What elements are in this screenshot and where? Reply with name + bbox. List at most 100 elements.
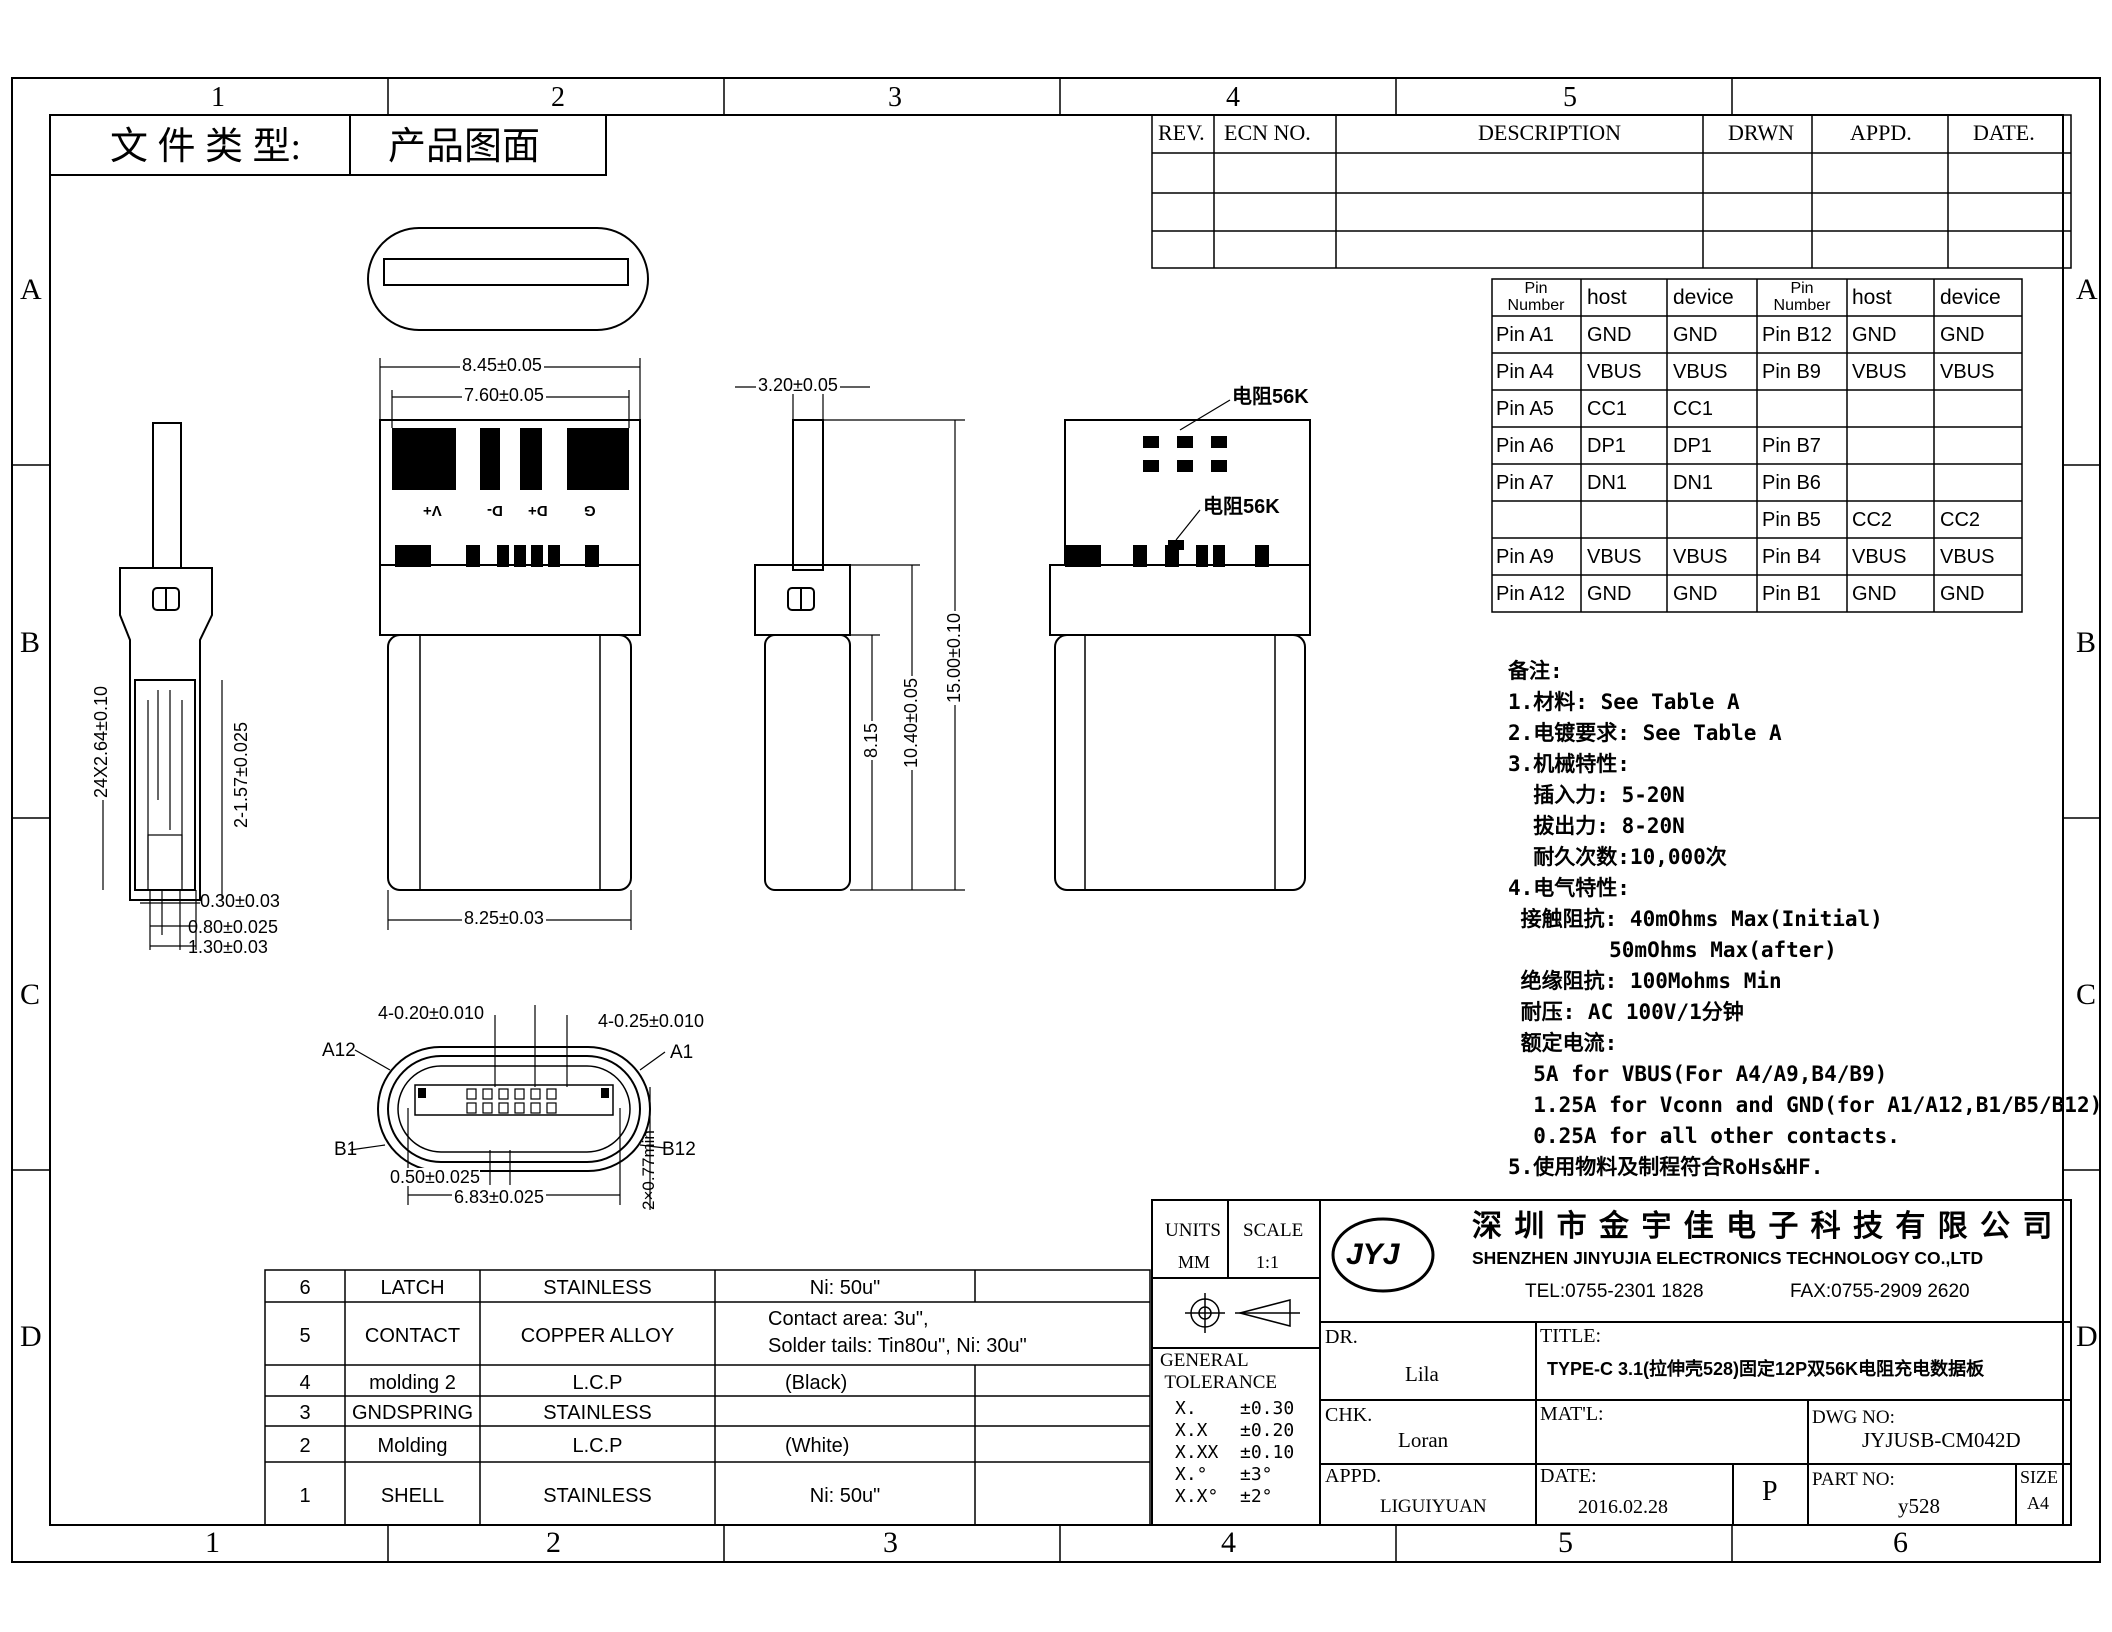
pin-table xyxy=(1491,278,2023,613)
pad-label-g: G xyxy=(584,502,596,519)
bottom-resistor-view xyxy=(1049,399,1311,891)
dim-length-815: 8.15 xyxy=(861,720,881,760)
pin-label-a1: A1 xyxy=(670,1042,694,1063)
col-label-5-bottom: 5 xyxy=(1558,1526,1573,1559)
pin-table-cell: DP1 xyxy=(1587,435,1626,457)
pin-table-header: host xyxy=(1852,286,1892,309)
col-label-2-bottom: 2 xyxy=(546,1526,561,1559)
company-logo-mark xyxy=(1331,1217,1435,1293)
dim-front-020: 4-0.20±0.010 xyxy=(378,1003,484,1023)
dim-length-1500: 15.00±0.10 xyxy=(944,611,964,705)
size-label: SIZE xyxy=(2020,1467,2058,1487)
col-label-1: 1 xyxy=(211,82,225,113)
rev-header-drwn: DRWN xyxy=(1728,120,1794,145)
pad-label-dplus: D+ xyxy=(528,502,548,519)
title-block xyxy=(1151,1199,2072,1526)
tolerance-key: X. xyxy=(1175,1398,1197,1419)
bom-cell-material: STAINLESS xyxy=(543,1277,652,1299)
logo-text: JYJ xyxy=(1346,1238,1400,1271)
bom-cell-finish: Ni: 50u" xyxy=(809,1277,881,1299)
doc-type-value: 产品图面 xyxy=(388,126,541,168)
resistor-label-top: 电阻56K xyxy=(1232,386,1309,408)
dim-length-1040: 10.40±0.05 xyxy=(901,676,921,770)
side-profile-view xyxy=(754,419,851,891)
tolerance-label: GENERAL TOLERANCE xyxy=(1160,1350,1277,1393)
bom-cell-material: STAINLESS xyxy=(543,1402,652,1424)
pin-table-cell: CC1 xyxy=(1673,398,1714,420)
bom-cell-no: 1 xyxy=(299,1484,311,1507)
bom-cell-no: 4 xyxy=(299,1371,311,1394)
col-label-3: 3 xyxy=(888,82,902,113)
revision-table xyxy=(1151,114,2072,269)
pin-table-cell: VBUS xyxy=(1587,546,1642,568)
bom-cell-no: 5 xyxy=(299,1324,311,1347)
pin-table-cell: Pin A12 xyxy=(1496,583,1565,605)
rev-header-description: DESCRIPTION xyxy=(1478,120,1622,145)
tolerance-value: ±0.20 xyxy=(1240,1420,1295,1441)
dwg-no-label: DWG NO: xyxy=(1812,1407,1895,1428)
revision-value: P xyxy=(1762,1476,1778,1507)
pin-table-cell: CC1 xyxy=(1587,398,1628,420)
col-label-5: 5 xyxy=(1563,82,1577,113)
col-label-3-bottom: 3 xyxy=(883,1526,898,1559)
row-label-c: C xyxy=(20,978,41,1011)
chk-value: Loran xyxy=(1398,1428,1449,1452)
dim-front-683: 6.83±0.025 xyxy=(452,1187,546,1207)
side-section-view xyxy=(119,422,213,901)
zone-ticks xyxy=(12,78,2100,1562)
bom-cell-finish: Ni: 50u" xyxy=(809,1484,881,1507)
outer-frame xyxy=(11,77,2101,1563)
pin-table-cell: GND xyxy=(1940,324,1985,346)
row-label-a-right: A xyxy=(2076,273,2098,306)
pin-table-cell: VBUS xyxy=(1587,361,1642,383)
appd-label: APPD. xyxy=(1325,1465,1382,1487)
dim-side-thickness: 3.20±0.05 xyxy=(756,375,840,395)
company-name-cn: 深 圳 市 金 宇 佳 电 子 科 技 有 限 公 司 xyxy=(1472,1210,2055,1243)
material-label: MAT'L: xyxy=(1540,1403,1604,1425)
pin-table-cell: Pin A4 xyxy=(1496,361,1554,383)
pin-table-cell: Pin B4 xyxy=(1762,546,1821,568)
pin-label-b12: B12 xyxy=(662,1139,696,1160)
pin-table-cell: Pin A9 xyxy=(1496,546,1554,568)
note-line: 1.25A for Vconn and GND(for A1/A12,B1/B5… xyxy=(1508,1093,2103,1117)
pin-table-cell: Pin A7 xyxy=(1496,472,1554,494)
pin-table-cell: Pin B12 xyxy=(1762,324,1833,346)
bom-cell-name: LATCH xyxy=(380,1277,445,1299)
note-line: 耐压: AC 100V/1分钟 xyxy=(1508,1000,1744,1024)
bom-cell-name: Molding xyxy=(377,1435,448,1457)
bom-cell-material: L.C.P xyxy=(572,1371,623,1394)
pin-table-header: device xyxy=(1673,286,1734,309)
tolerance-key: X.X xyxy=(1175,1420,1208,1441)
bom-cell-no: 2 xyxy=(299,1435,311,1457)
dr-value: Lila xyxy=(1405,1362,1439,1386)
pin-table-cell: Pin B7 xyxy=(1762,435,1821,457)
tolerance-key: X.° xyxy=(1175,1464,1208,1485)
rev-header-appd: APPD. xyxy=(1850,120,1912,145)
doc-type-label: 文 件 类 型: xyxy=(110,126,302,168)
rev-header-rev: REV. xyxy=(1158,120,1205,145)
dim-pitch-24x: 24X2.64±0.10 xyxy=(91,684,111,800)
note-line: 5A for VBUS(For A4/A9,B4/B9) xyxy=(1508,1062,1888,1086)
dim-top-width-inner: 7.60±0.05 xyxy=(462,385,546,405)
pin-table-cell: Pin B6 xyxy=(1762,472,1821,494)
notes-title: 备注: xyxy=(1508,659,1563,683)
resistor-label-bottom: 电阻56K xyxy=(1203,496,1280,518)
pin-table-cell: Pin A6 xyxy=(1496,435,1554,457)
tolerance-key: X.XX xyxy=(1175,1442,1219,1463)
appd-value: LIGUIYUAN xyxy=(1380,1496,1487,1517)
size-value: A4 xyxy=(2027,1493,2049,1513)
part-no-label: PART NO: xyxy=(1812,1469,1895,1490)
bom-cell-no: 6 xyxy=(299,1277,311,1299)
pin-table-cell: GND xyxy=(1940,583,1985,605)
title-value: TYPE-C 3.1(拉伸壳528)固定12P双56K电阻充电数据板 xyxy=(1547,1359,1985,1379)
units-label: UNITS xyxy=(1165,1220,1221,1241)
bom-cell-finish: (Black) xyxy=(785,1371,848,1394)
note-line: 额定电流: xyxy=(1508,1031,1618,1055)
row-label-b-right: B xyxy=(2076,626,2097,659)
pin-table-cell: VBUS xyxy=(1852,546,1907,568)
note-line: 耐久次数:10,000次 xyxy=(1508,845,1727,869)
row-label-d: D xyxy=(20,1320,42,1353)
title-label: TITLE: xyxy=(1540,1325,1602,1347)
chk-label: CHK. xyxy=(1325,1404,1373,1426)
company-name-en: SHENZHEN JINYUJIA ELECTRONICS TECHNOLOGY… xyxy=(1472,1248,1984,1268)
